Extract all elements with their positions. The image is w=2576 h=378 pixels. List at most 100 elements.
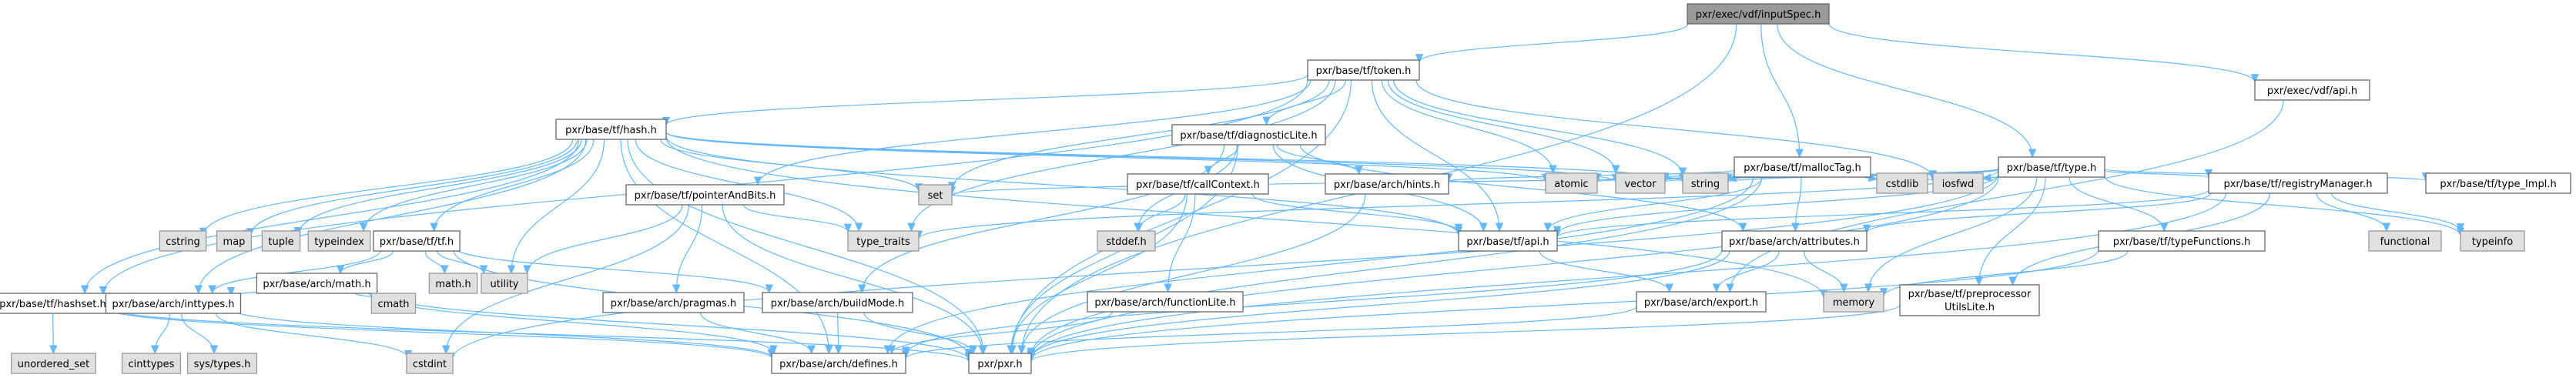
node-label: cstdlib: [1886, 179, 1919, 190]
node-label: pxr/base/arch/hints.h: [1334, 179, 1440, 191]
node-pragmas[interactable]: pxr/base/arch/pragmas.h: [602, 292, 745, 313]
arrow-head-icon: [969, 345, 978, 355]
arrow-head-icon: [1738, 222, 1747, 232]
edge-type-to-pxr: [1027, 176, 1999, 359]
node-mallocTag[interactable]: pxr/base/tf/mallocTag.h: [1734, 156, 1871, 178]
node-box: [625, 184, 785, 206]
edge-attributes-to-export: [1712, 250, 1780, 293]
edge-inputSpec-to-vdfapi: [1828, 23, 2259, 83]
node-hints[interactable]: pxr/base/arch/hints.h: [1325, 173, 1449, 195]
node-type[interactable]: pxr/base/tf/type.h: [1998, 156, 2105, 178]
edge-line: [891, 311, 1113, 354]
node-box: [481, 273, 528, 294]
node-box: [1932, 172, 1984, 194]
node-callContext[interactable]: pxr/base/tf/callContext.h: [1127, 173, 1269, 195]
node-inputSpec[interactable]: pxr/exec/vdf/inputSpec.h: [1687, 3, 1830, 25]
node-pxr[interactable]: pxr/pxr.h: [968, 353, 1032, 374]
edge-line: [102, 306, 970, 362]
edge-tf-to-buildMode: [452, 246, 773, 294]
edge-line: [1883, 250, 2129, 296]
edge-line: [445, 204, 689, 354]
node-typeImpl[interactable]: pxr/base/tf/type_Impl.h: [2425, 172, 2571, 194]
edge-line: [424, 250, 445, 274]
node-registryManager[interactable]: pxr/base/tf/registryManager.h: [2208, 172, 2388, 194]
edge-line: [620, 139, 829, 354]
node-label: cstring: [166, 236, 199, 248]
node-box: [216, 230, 253, 252]
node-diagLite[interactable]: pxr/base/tf/diagnosticLite.h: [1171, 124, 1326, 146]
arrow-head-icon: [2008, 276, 2017, 286]
node-label: cstdint: [413, 359, 447, 370]
edge-tfapi-to-export: [1539, 250, 1673, 293]
node-box: [0, 293, 113, 314]
edge-line: [198, 139, 587, 294]
arrow-head-icon: [672, 284, 681, 294]
node-box: [968, 353, 1032, 374]
node-label: pxr/base/tf/pointerAndBits.h: [635, 190, 776, 202]
node-memory: memory: [1823, 291, 1884, 313]
edge-diagLite-to-buildMode: [858, 144, 1225, 294]
node-functionLite[interactable]: pxr/base/arch/functionLite.h: [1087, 291, 1244, 313]
node-hashset[interactable]: pxr/base/tf/hashset.h: [0, 293, 113, 314]
arrow-head-icon: [507, 265, 516, 275]
node-hash[interactable]: pxr/base/tf/hash.h: [555, 119, 667, 140]
node-string: string: [1682, 172, 1729, 194]
node-tf[interactable]: pxr/base/tf/tf.h: [373, 230, 461, 252]
arrow-head-icon: [1454, 223, 1463, 233]
edge-line: [1276, 144, 1360, 175]
node-label: pxr/base/arch/pragmas.h: [611, 298, 736, 309]
edge-line: [887, 176, 1754, 354]
node-label: typeindex: [314, 236, 364, 248]
node-label: tuple: [268, 236, 293, 248]
node-box: [186, 353, 258, 374]
arrow-head-icon: [208, 285, 216, 295]
node-box: [1682, 172, 1729, 194]
edge-registryManager-to-typeinfo: [2331, 192, 2465, 232]
edge-line: [1804, 250, 1844, 293]
arrow-head-icon: [2159, 222, 2169, 232]
arrow-head-icon: [825, 345, 833, 355]
edge-line: [511, 139, 605, 274]
edge-mallocTag-to-pxr: [1027, 176, 1762, 357]
arrow-head-icon: [1975, 276, 1984, 286]
node-tfapi[interactable]: pxr/base/tf/api.h: [1458, 230, 1558, 252]
arrow-head-icon: [441, 345, 451, 355]
node-box: [105, 293, 242, 314]
edge-diagLite-to-attributes: [1299, 144, 1747, 232]
node-typeindex: typeindex: [307, 230, 371, 252]
node-archMath[interactable]: pxr/base/arch/math.h: [256, 273, 378, 294]
node-vdfapi[interactable]: pxr/exec/vdf/api.h: [2254, 79, 2370, 101]
edge-line: [363, 139, 588, 232]
node-export[interactable]: pxr/base/arch/export.h: [1636, 291, 1767, 313]
edge-line: [743, 204, 849, 232]
node-tuple: tuple: [261, 230, 301, 252]
edge-line: [1547, 176, 1764, 232]
arrow-head-icon: [430, 222, 438, 232]
arrow-head-icon: [80, 285, 89, 295]
edge-pointerAndBits-to-cstdint: [441, 204, 689, 355]
edge-inttypes-to-systypes: [180, 313, 219, 355]
node-typeFunctions[interactable]: pxr/base/tf/typeFunctions.h: [2098, 230, 2266, 252]
node-label: cmath: [377, 299, 409, 310]
node-cinttypes: cinttypes: [121, 353, 182, 374]
edge-callContext-to-stddef: [1134, 193, 1186, 232]
node-buildMode[interactable]: pxr/base/arch/buildMode.h: [762, 292, 913, 313]
node-defines[interactable]: pxr/base/arch/defines.h: [771, 353, 906, 374]
edge-line: [2331, 192, 2461, 232]
node-box: [771, 353, 906, 374]
edge-line: [1868, 176, 2038, 293]
edge-hash-to-typeindex: [359, 139, 588, 232]
edge-line: [1393, 79, 1683, 176]
node-label: pxr/base/tf/type.h: [2007, 162, 2097, 174]
node-pointerAndBits[interactable]: pxr/base/tf/pointerAndBits.h: [625, 184, 785, 206]
edge-token-to-atomic: [1381, 79, 1557, 175]
node-inttypes[interactable]: pxr/base/arch/inttypes.h: [105, 293, 242, 314]
node-token[interactable]: pxr/base/tf/token.h: [1307, 59, 1420, 81]
node-label: vector: [1624, 179, 1656, 190]
node-attributes[interactable]: pxr/base/arch/attributes.h: [1721, 230, 1868, 252]
edge-token-to-diagLite: [1262, 79, 1347, 126]
node-label: pxr/pxr.h: [977, 359, 1022, 370]
node-label: type_traits: [856, 236, 910, 248]
